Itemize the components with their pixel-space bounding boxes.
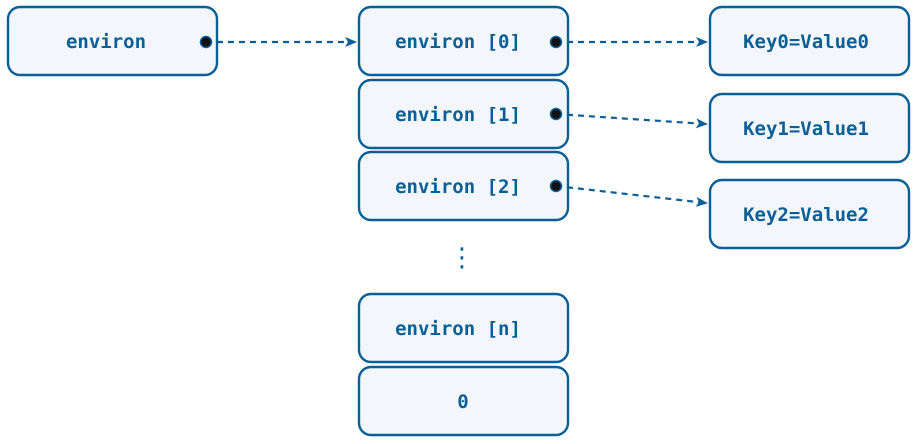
array-cell-2-label: environ [2] [395, 176, 521, 198]
array-cell-n: environ [n] [357, 292, 570, 364]
pointer-origin-dot-cell2 [549, 179, 563, 193]
string-box-1-label: Key1=Value1 [743, 118, 869, 140]
array-cell-0-label: environ [0] [395, 31, 521, 53]
array-terminator-label: 0 [457, 391, 468, 413]
string-box-0: Key0=Value0 [708, 5, 911, 77]
pointer-arrow-cell2-to-string2 [555, 184, 708, 207]
array-cell-n-label: environ [n] [395, 318, 521, 340]
array-terminator-cell: 0 [357, 365, 570, 437]
environ-variable-label: environ [66, 31, 146, 53]
array-cell-2: environ [2] [357, 150, 570, 222]
string-box-2-label: Key2=Value2 [743, 204, 869, 226]
environ-variable-box: environ [6, 5, 219, 77]
pointer-origin-dot-cell0 [549, 35, 563, 49]
pointer-origin-dot-cell1 [549, 107, 563, 121]
string-box-2: Key2=Value2 [708, 178, 911, 250]
array-cell-1-label: environ [1] [395, 104, 521, 126]
array-ellipsis: ⋮ [449, 243, 475, 273]
pointer-arrow-cell1-to-string1 [555, 112, 708, 129]
array-cell-0: environ [0] [357, 5, 570, 77]
string-box-0-label: Key0=Value0 [743, 31, 869, 53]
pointer-origin-dot-environ [199, 35, 213, 49]
string-box-1: Key1=Value1 [708, 92, 911, 164]
array-cell-1: environ [1] [357, 78, 570, 150]
